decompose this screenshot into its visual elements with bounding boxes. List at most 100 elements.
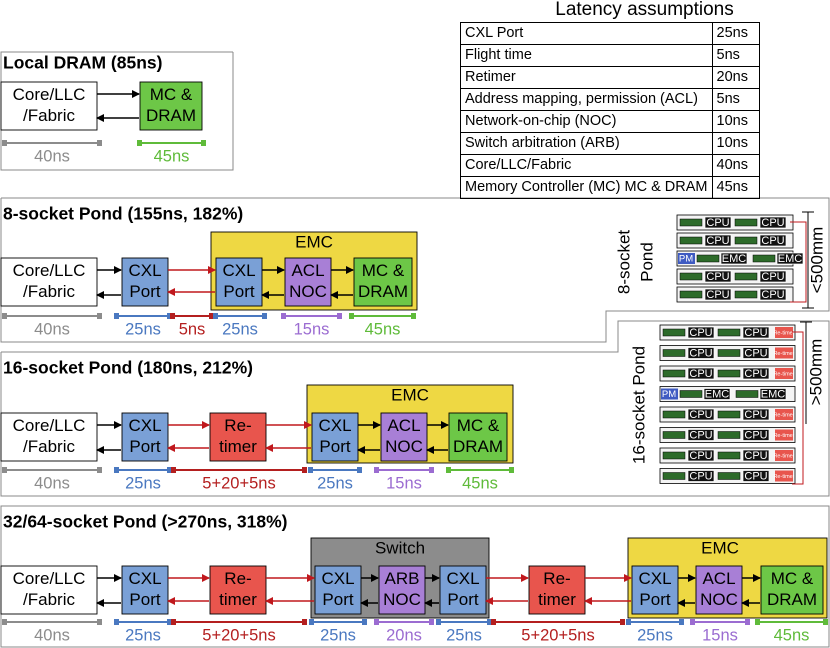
chip-label: CPU <box>744 470 767 482</box>
pond16-title: 16-socket Pond (180ns, 212%) <box>3 358 253 378</box>
chip-box <box>742 470 770 482</box>
chip-box <box>704 270 732 283</box>
pond64-acl-box <box>695 565 743 615</box>
chip-box <box>742 367 770 380</box>
local-lat-core-label: 40ns <box>34 147 70 165</box>
pond64-arb-box <box>378 565 426 615</box>
local-mc-text: DRAM <box>146 106 196 125</box>
pond64-emc-port-text: Port <box>639 590 670 609</box>
chip-box <box>776 252 804 265</box>
pond16-lat-core-tick <box>2 467 7 473</box>
chip-label: CPU <box>744 347 767 359</box>
chip-label: CPU <box>761 235 784 247</box>
pond8-acl-box <box>284 257 332 307</box>
pm-label: PM <box>662 389 676 400</box>
pond8-lat-port-tick <box>167 313 172 319</box>
pond64-mc: MC &DRAM <box>760 565 824 615</box>
pond64-lat-retimer2-tick <box>620 619 625 625</box>
pond8-lat-acl-label: 15ns <box>294 320 330 338</box>
pond16-acl-text: NOC <box>385 437 423 456</box>
pond8-size-label: <500mm <box>807 227 826 294</box>
pond64-arb-text: NOC <box>383 590 421 609</box>
latency-item: Memory Controller (MC) MC & DRAM <box>460 176 713 199</box>
pond64-lat-sw-out-label: 25ns <box>446 626 482 644</box>
latency-item: Flight time <box>460 44 713 67</box>
local-core: Core/LLC/Fabric <box>0 81 98 131</box>
chip-label: CPU <box>744 409 767 421</box>
latency-row: Network-on-chip (NOC)10ns <box>460 110 760 133</box>
pond64-lat-retimer1-tick <box>171 619 176 625</box>
pond64-lat-mc-label: 45ns <box>774 626 810 644</box>
pond64-retimer2-text: Re- <box>543 569 570 588</box>
pond16-port-text: Port <box>129 437 160 456</box>
pond64-lat-arb-tick <box>374 619 379 625</box>
dimm-module <box>679 236 703 245</box>
pond8-emc-port-text: CXL <box>222 261 255 280</box>
pond8-core-box <box>0 257 98 307</box>
dimm-module <box>662 369 686 378</box>
pond8-mc-text: DRAM <box>358 282 408 301</box>
pond8-lat-emc-port-tick <box>213 313 218 319</box>
pond64-lat-emc-port-tick <box>679 619 684 625</box>
pond16-retimer-text: timer <box>219 437 257 456</box>
dimm-module <box>662 349 686 357</box>
pond64-retimer1-text: timer <box>219 590 257 609</box>
pond8-emc-port-box <box>215 257 263 307</box>
pond8-title: 8-socket Pond (155ns, 182%) <box>3 204 243 224</box>
pond64-lat-acl-tick <box>745 619 750 625</box>
local-frame <box>0 51 234 171</box>
pond64-mc-text: DRAM <box>767 590 817 609</box>
pond64-lat-retimer1-tick <box>302 619 307 625</box>
pond16-acl-text: ACL <box>387 416 420 435</box>
pond16-mc: MC &DRAM <box>448 412 508 462</box>
pm-label: PM <box>679 254 693 265</box>
pond8-lat-flight-label: 5ns <box>179 320 206 338</box>
pm-box <box>661 388 678 400</box>
pond16-lat-port-label: 25ns <box>125 474 161 492</box>
chip-label: CPU <box>744 327 767 339</box>
pond64-retimer1-text: Re- <box>224 569 251 588</box>
pond16-topology-group: 16-socket Pond <box>629 346 648 464</box>
pond16-lat-emc-port-label: 25ns <box>317 474 353 492</box>
latency-item: Switch arbitration (ARB) <box>460 132 713 155</box>
pond16-emc-port-text: Port <box>319 437 350 456</box>
pond16-lat-acl-label: 15ns <box>386 474 422 492</box>
chip-label: CPU <box>744 368 767 380</box>
local-mc: MC &DRAM <box>139 81 203 131</box>
pond16-core-box <box>0 412 98 462</box>
pond16-retimer-box <box>209 412 267 462</box>
chip-box <box>704 234 732 247</box>
pond16-port-text: CXL <box>128 416 161 435</box>
pond8-acl-text: ACL <box>291 261 324 280</box>
dimm-module <box>734 272 758 281</box>
dimm-module <box>679 272 703 281</box>
chip-box <box>759 388 787 400</box>
pond16-port: CXL Port <box>121 412 169 462</box>
retimer-chip-label: Re-timer <box>773 371 794 377</box>
latency-row: Address mapping, permission (ACL)5ns <box>460 88 760 111</box>
latency-item: Address mapping, permission (ACL) <box>460 88 713 111</box>
pond16-port-box <box>121 412 169 462</box>
chip-label: CPU <box>706 235 729 247</box>
latency-item: Core/LLC/Fabric <box>460 154 713 177</box>
retimer-chip-label: Re-timer <box>773 433 794 439</box>
retimer-chip-label: Re-timer <box>773 474 794 480</box>
chip-label: CPU <box>689 409 712 421</box>
pond16-mc-box <box>448 412 508 462</box>
chip-label: CPU <box>689 327 712 339</box>
pond8-lat-core-tick <box>2 313 7 319</box>
pond64-lat-acl-tick <box>690 619 695 625</box>
dimm-module <box>679 390 703 398</box>
dimm-module <box>662 410 686 419</box>
pond16-frame <box>0 320 830 497</box>
chip-box <box>687 449 715 462</box>
